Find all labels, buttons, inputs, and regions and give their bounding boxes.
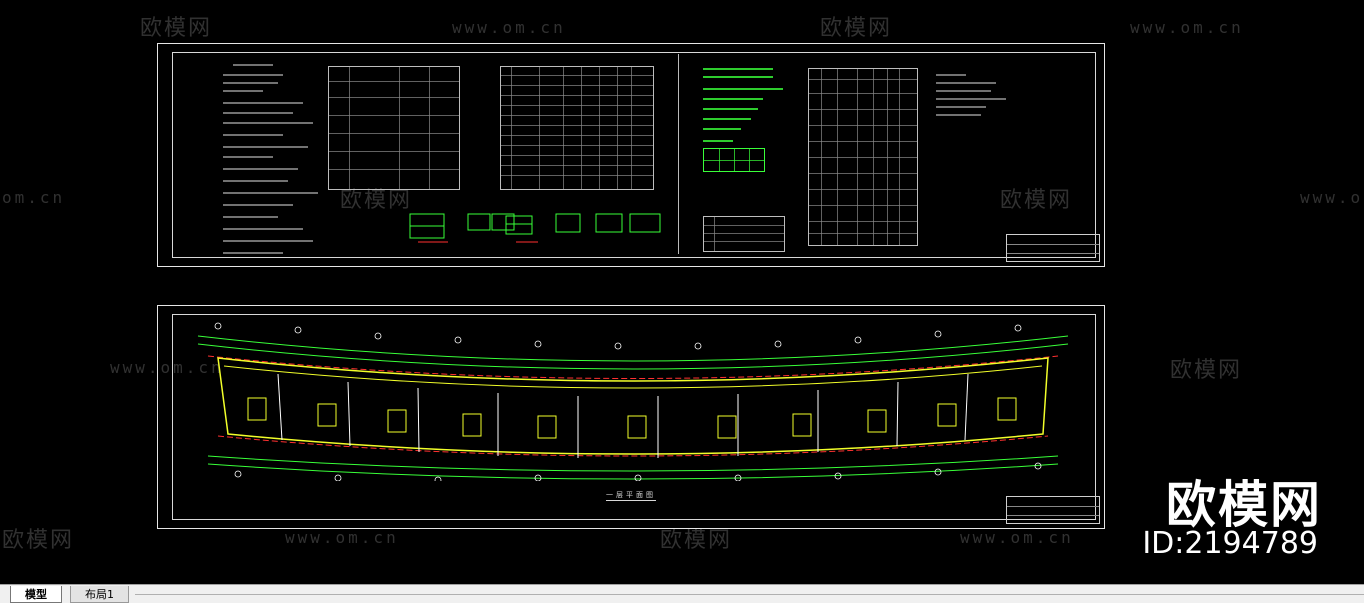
- watermark-brand: 欧模网: [660, 528, 733, 553]
- schedule-table-small: [703, 216, 785, 252]
- watermark-brand-large: 欧模网: [1166, 476, 1322, 534]
- watermark-brand: 欧模网: [140, 16, 213, 41]
- watermark-url: www.om.cn: [960, 528, 1074, 547]
- horizontal-scroll-track[interactable]: [135, 594, 1364, 595]
- drawing-sheet-notes[interactable]: [157, 43, 1105, 267]
- cad-model-space[interactable]: 欧模网 www.om.cn 欧模网 www.om.cn om.cn 欧模网 欧模…: [0, 0, 1364, 584]
- construction-table-2: [500, 66, 654, 190]
- watermark-url: www.om.cn: [285, 528, 399, 547]
- watermark-url: om.cn: [2, 188, 66, 207]
- watermark-url: www.om.cn: [110, 358, 224, 377]
- title-block: [1006, 234, 1100, 262]
- watermark-url: www.om.cn: [1300, 188, 1364, 207]
- watermark-brand: 欧模网: [2, 528, 75, 553]
- watermark-brand: 欧模网: [340, 188, 413, 213]
- material-table: [808, 68, 918, 246]
- section-divider: [678, 54, 679, 254]
- floor-plan-drawing: [197, 322, 1069, 481]
- green-notes-text: [703, 68, 803, 248]
- watermark-brand: 欧模网: [1000, 188, 1073, 213]
- sheet-inner-border: [172, 52, 1096, 258]
- detail-diagrams: [409, 213, 661, 243]
- watermark-url: www.om.cn: [1130, 18, 1244, 37]
- plan-caption: 一层平面图: [606, 491, 656, 501]
- layout-tab-bar: 模型 布局1: [0, 584, 1364, 603]
- sheet-inner-border: [172, 314, 1096, 520]
- title-block: [1006, 496, 1100, 524]
- design-notes-text: [223, 62, 333, 262]
- drawing-sheet-floor-plan[interactable]: 一层平面图: [157, 305, 1105, 529]
- watermark-brand: 欧模网: [820, 16, 893, 41]
- right-notes-text: [936, 74, 1026, 124]
- watermark-url: www.om.cn: [452, 18, 566, 37]
- watermark-brand: 欧模网: [1170, 358, 1243, 383]
- watermark-id: ID:2194789: [1142, 526, 1318, 561]
- construction-table-1: [328, 66, 460, 190]
- tab-model[interactable]: 模型: [10, 586, 62, 603]
- green-table: [703, 148, 765, 172]
- tab-layout-1[interactable]: 布局1: [70, 586, 129, 603]
